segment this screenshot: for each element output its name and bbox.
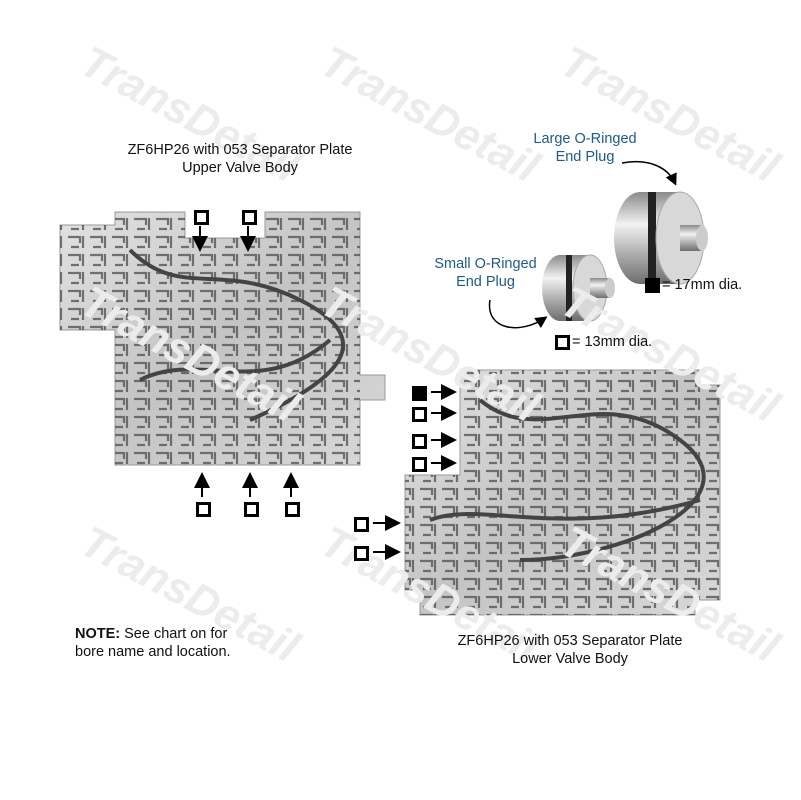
large-bore-marker (412, 386, 427, 401)
upper-valve-body-title: ZF6HP26 with 053 Separator Plate Upper V… (80, 141, 400, 177)
small-plug-pointer (488, 299, 548, 329)
legend-large-text: = 17mm dia. (662, 277, 743, 293)
small-bore-marker (285, 502, 300, 517)
label-line: Large O-Ringed (533, 131, 637, 147)
small-bore-marker (244, 502, 259, 517)
small-o-ringed-end-plug-image (542, 254, 615, 322)
small-bore-marker (412, 407, 427, 422)
small-bore-marker (354, 546, 369, 561)
lower-valve-body-title: ZF6HP26 with 053 Separator Plate Lower V… (410, 632, 730, 668)
title-line: ZF6HP26 with 053 Separator Plate (457, 633, 683, 649)
note-text: See chart on for (120, 626, 228, 642)
legend-large-marker (645, 278, 660, 293)
note-line: bore name and location. (75, 644, 231, 660)
label-line: End Plug (555, 149, 615, 165)
lower-valve-body (404, 369, 721, 616)
note: NOTE: See chart on for bore name and loc… (75, 625, 231, 661)
large-plug-label: Large O-Ringed End Plug (510, 130, 660, 166)
note-bold: NOTE: (75, 626, 121, 642)
small-bore-marker (242, 210, 257, 225)
title-line: Upper Valve Body (182, 160, 298, 176)
label-line: Small O-Ringed (434, 256, 537, 272)
upper-valve-body (59, 211, 386, 466)
large-plug-pointer (621, 161, 677, 186)
small-plug-label: Small O-Ringed End Plug (418, 255, 553, 291)
small-bore-marker (412, 434, 427, 449)
small-bore-marker (196, 502, 211, 517)
small-bore-marker (194, 210, 209, 225)
legend-small-text: = 13mm dia. (572, 334, 653, 350)
title-line: ZF6HP26 with 053 Separator Plate (127, 142, 353, 158)
label-line: End Plug (456, 274, 515, 290)
legend-small-marker (555, 335, 570, 350)
note-line: NOTE: See chart on for (75, 625, 231, 643)
large-o-ringed-end-plug-image (614, 191, 708, 285)
bore-arrows (192, 226, 457, 560)
title-line: Lower Valve Body (512, 651, 628, 667)
small-bore-marker (354, 517, 369, 532)
small-bore-marker (412, 457, 427, 472)
